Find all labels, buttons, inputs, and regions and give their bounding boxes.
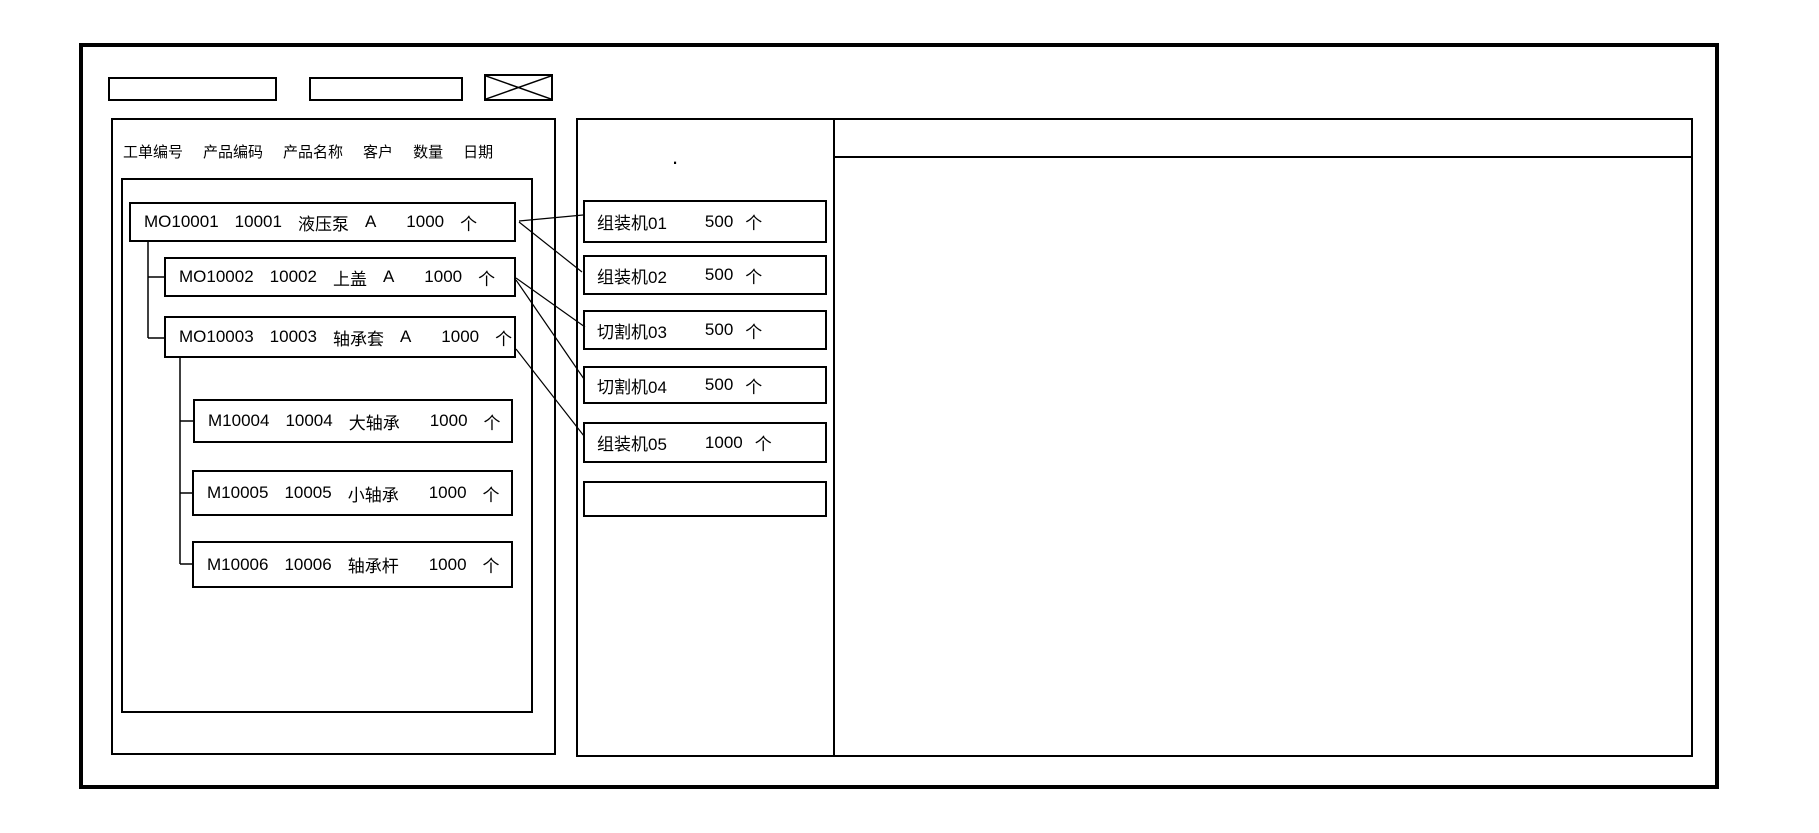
column-header-product-code: 产品编码 xyxy=(203,143,264,161)
work-order-node-m10006[interactable]: M10006 10006 轴承杆 1000 个 xyxy=(192,541,513,588)
unit: 个 xyxy=(478,269,496,289)
column-header-customer: 客户 xyxy=(363,143,394,161)
customer: A xyxy=(364,212,377,231)
column-header-row: 工单编号 产品编码 产品名称 客户 数量 日期 xyxy=(123,140,493,162)
stray-dot: . xyxy=(672,144,679,169)
order-no: MO10002 xyxy=(179,267,254,286)
machine-slot-empty[interactable] xyxy=(583,481,827,517)
column-header-order-no: 工单编号 xyxy=(123,143,184,161)
machine-unit: 个 xyxy=(745,377,763,397)
qty: 1000 xyxy=(406,212,445,231)
machine-name: 组装机05 xyxy=(597,435,667,454)
customer: A xyxy=(382,267,395,286)
machine-qty: 500 xyxy=(704,265,734,284)
product-name: 小轴承 xyxy=(347,485,399,505)
product-code: 10004 xyxy=(285,411,333,430)
machine-slot-03[interactable]: 切割机03 500 个 xyxy=(583,310,827,350)
unit: 个 xyxy=(483,413,501,433)
column-header-date: 日期 xyxy=(463,143,494,161)
work-order-node-m10005[interactable]: M10005 10005 小轴承 1000 个 xyxy=(192,470,513,516)
product-code: 10005 xyxy=(284,483,332,502)
order-no: MO10003 xyxy=(179,327,254,346)
machine-name: 组装机02 xyxy=(597,267,667,287)
work-order-node-mo10002[interactable]: MO10002 10002 上盖 A 1000 个 xyxy=(164,257,516,297)
qty: 1000 xyxy=(424,267,463,286)
order-no: M10006 xyxy=(207,554,269,574)
customer: A xyxy=(399,327,412,346)
machine-unit: 个 xyxy=(754,435,772,454)
product-name: 轴承杆 xyxy=(347,557,399,576)
product-name: 液压泵 xyxy=(297,214,349,234)
product-code: 10001 xyxy=(234,212,282,231)
machine-slot-01[interactable]: 组装机01 500 个 xyxy=(583,200,827,243)
machine-unit: 个 xyxy=(745,267,763,287)
machine-slot-04[interactable]: 切割机04 500 个 xyxy=(583,366,827,404)
toolbar-input-1[interactable] xyxy=(108,77,277,101)
machine-qty: 500 xyxy=(704,375,734,394)
machine-slot-02[interactable]: 组装机02 500 个 xyxy=(583,255,827,295)
unit: 个 xyxy=(460,214,478,234)
product-code: 10002 xyxy=(269,267,317,286)
unit: 个 xyxy=(482,557,500,576)
column-header-product-name: 产品名称 xyxy=(283,143,344,161)
machine-name: 切割机03 xyxy=(597,322,667,342)
work-order-node-m10004[interactable]: M10004 10004 大轴承 1000 个 xyxy=(193,399,513,443)
work-order-node-mo10001[interactable]: MO10001 10001 液压泵 A 1000 个 xyxy=(129,202,516,242)
order-no: M10005 xyxy=(207,483,269,502)
order-no: MO10001 xyxy=(144,212,219,231)
order-no: M10004 xyxy=(208,411,270,430)
machine-qty: 500 xyxy=(704,211,734,231)
unit: 个 xyxy=(482,485,500,505)
machine-qty: 500 xyxy=(704,320,734,339)
qty: 1000 xyxy=(428,554,467,574)
product-code: 10006 xyxy=(284,554,332,574)
qty: 1000 xyxy=(429,411,468,430)
product-name: 大轴承 xyxy=(348,413,400,433)
machine-unit: 个 xyxy=(745,322,763,342)
close-x-icon xyxy=(485,75,552,100)
product-code: 10003 xyxy=(269,327,317,346)
machine-name: 组装机01 xyxy=(597,214,667,233)
machine-unit: 个 xyxy=(745,214,763,233)
qty: 1000 xyxy=(428,483,467,502)
unit: 个 xyxy=(495,329,513,349)
toolbar-input-2[interactable] xyxy=(309,77,463,101)
work-order-node-mo10003[interactable]: MO10003 10003 轴承套 A 1000 个 xyxy=(164,316,516,358)
machine-name: 切割机04 xyxy=(597,377,667,397)
qty: 1000 xyxy=(441,327,480,346)
machine-slot-05[interactable]: 组装机05 1000 个 xyxy=(583,422,827,463)
app-window-frame xyxy=(79,43,1719,789)
close-button[interactable] xyxy=(484,74,553,101)
column-header-qty: 数量 xyxy=(413,143,444,161)
product-name: 轴承套 xyxy=(332,329,384,349)
machine-detail-divider xyxy=(833,118,835,757)
product-name: 上盖 xyxy=(332,269,367,289)
machine-qty: 1000 xyxy=(704,432,743,452)
detail-header-divider xyxy=(835,156,1693,158)
